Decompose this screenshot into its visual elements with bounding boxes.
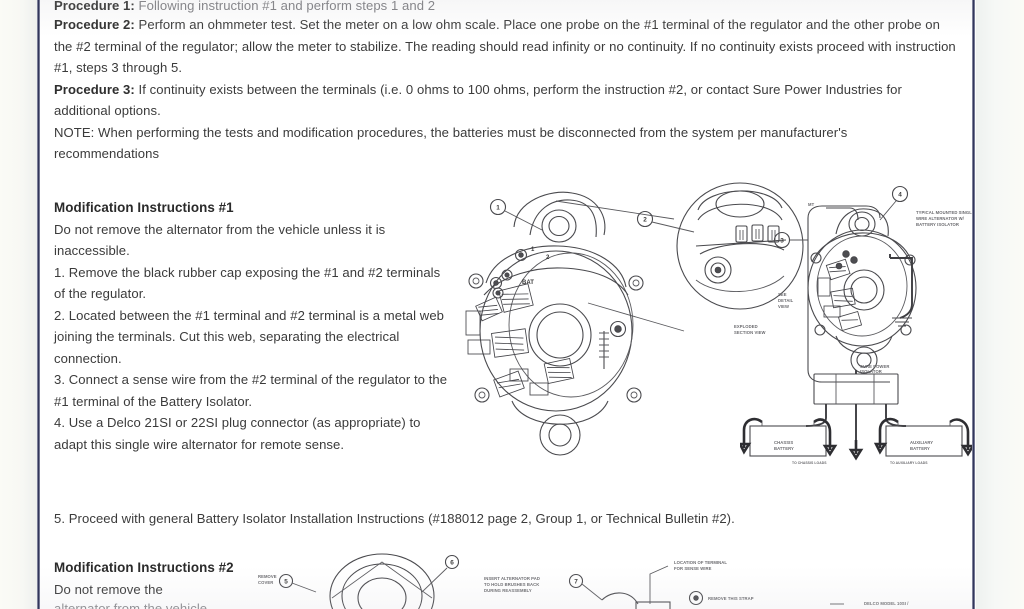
procedure-3-lead: Procedure 3:	[54, 81, 135, 97]
label-isolator: SURE POWER	[860, 364, 889, 369]
svg-text:AUXILIARY: AUXILIARY	[910, 440, 933, 445]
svg-text:BAT: BAT	[522, 280, 534, 286]
label-delco-model: DELCO MODEL 10SI /	[864, 601, 909, 606]
label-mt: MT	[808, 202, 815, 207]
svg-text:4: 4	[898, 192, 902, 199]
label-remove-strap: REMOVE THIS STRAP	[708, 596, 754, 601]
mod1-step-4: 4. Use a Delco 21SI or 22SI plug connect…	[54, 415, 421, 452]
svg-text:COVER: COVER	[258, 580, 273, 585]
label-aux-loads: TO AUXILIARY LOADS	[890, 461, 928, 465]
label-chassis-loads: TO CHASSIS LOADS	[792, 461, 827, 465]
procedures-block: Procedure 2: Perform an ohmmeter test. S…	[54, 14, 956, 165]
mod1-step-3: 3. Connect a sense wire from the #2 term…	[54, 372, 448, 409]
procedure-1-body: Following instruction #1 and perform ste…	[134, 0, 436, 13]
procedure-1-clipped-line: Procedure 1: Following instruction #1 an…	[54, 0, 694, 17]
stator-blocks	[465, 283, 575, 398]
callout-1: 1	[489, 198, 543, 231]
procedure-2: Procedure 2: Perform an ohmmeter test. S…	[54, 14, 956, 79]
mod2-line-1: Do not remove the	[54, 581, 163, 597]
callout-6: 6	[421, 554, 460, 593]
svg-text:DETAIL: DETAIL	[778, 298, 794, 303]
exploded-section-view-figure: 2	[636, 180, 816, 350]
label-location-terminal: LOCATION OF TERMINAL	[674, 560, 727, 565]
page-right-gutter	[976, 0, 1024, 609]
terminal-labels: 1 2 BAT	[522, 247, 550, 286]
svg-text:3: 3	[780, 238, 784, 245]
exploded-view-caption: EXPLODED	[734, 324, 758, 329]
svg-text:DURING REASSEMBLY: DURING REASSEMBLY	[484, 588, 532, 593]
svg-text:2: 2	[546, 255, 550, 261]
svg-text:BATTERY: BATTERY	[774, 446, 794, 451]
callout-7: 7	[568, 573, 603, 601]
label-typical-mounted: TYPICAL MOUNTED SINGLE	[916, 210, 972, 215]
mod1-step-5: 5. Proceed with general Battery Isolator…	[54, 511, 735, 526]
svg-text:SECTION VIEW: SECTION VIEW	[734, 330, 766, 335]
svg-text:WIRE ALTERNATOR W/: WIRE ALTERNATOR W/	[916, 216, 965, 221]
svg-text:7: 7	[574, 579, 578, 586]
procedure-1-lead: Procedure 1:	[54, 0, 135, 13]
svg-text:1: 1	[531, 247, 535, 253]
label-insert-pad: INSERT ALTERNATOR PAD	[484, 576, 540, 581]
mod1-intro: Do not remove the alternator from the ve…	[54, 221, 386, 259]
procedure-3: Procedure 3: If continuity exists betwee…	[54, 79, 956, 122]
page-left-gutter	[0, 0, 37, 609]
svg-text:6: 6	[450, 560, 454, 567]
mod1-step-1: 1. Remove the black rubber cap exposing …	[54, 264, 441, 302]
page-sheet: Procedure 1: Following instruction #1 an…	[40, 0, 972, 609]
svg-text:TO HOLD BRUSHES BACK: TO HOLD BRUSHES BACK	[484, 582, 539, 587]
auxiliary-battery: AUXILIARY BATTERY	[873, 417, 972, 457]
right-margin-rule	[972, 0, 975, 609]
chassis-battery: CHASSIS BATTERY	[740, 417, 838, 457]
dual-battery-wiring-schematic-figure: 3 4	[740, 178, 972, 466]
procedures-note: NOTE: When performing the tests and modi…	[54, 122, 956, 165]
procedure-2-body: Perform an ohmmeter test. Set the meter …	[54, 17, 956, 75]
callout-8: 8	[688, 590, 704, 606]
svg-text:CHASSIS: CHASSIS	[774, 440, 793, 445]
svg-text:BATTERY: BATTERY	[910, 446, 930, 451]
callout-5: 5	[278, 573, 317, 593]
mod2-heading: Modification Instructions #2	[54, 560, 234, 575]
mod2-line-2-clipped: alternator from the vehicle	[54, 601, 208, 609]
modification-detail-figures: 5 REMOVE COVER 6 INSERT ALTERNATOR PAD	[240, 548, 972, 609]
note-lead: NOTE:	[54, 124, 95, 140]
label-see-detail: SEE	[778, 292, 787, 297]
procedure-3-body: If continuity exists between the termina…	[54, 81, 902, 119]
svg-text:BATTERY ISOLATOR: BATTERY ISOLATOR	[916, 222, 959, 227]
procedure-2-lead: Procedure 2:	[54, 17, 135, 32]
ground-symbol-1	[892, 317, 912, 327]
note-body: When performing the tests and modificati…	[54, 124, 848, 162]
svg-text:5: 5	[284, 579, 288, 586]
alternator-front-view-figure: 1	[438, 183, 738, 473]
mod1-heading: Modification Instructions #1	[54, 200, 234, 215]
modification-instructions-1-block: Modification Instructions #1 Do not remo…	[54, 197, 454, 455]
callout-2: 2	[636, 210, 695, 233]
svg-text:2: 2	[643, 217, 647, 224]
left-margin-rule	[37, 0, 40, 609]
svg-text:ISOLATOR: ISOLATOR	[860, 369, 882, 374]
callout-3: 3	[773, 231, 808, 249]
mod1-step-2: 2. Located between the #1 terminal and #…	[54, 307, 445, 366]
svg-text:FOR SENSE WIRE: FOR SENSE WIRE	[674, 566, 712, 571]
modification-instructions-2-block: Modification Instructions #2 Do not remo…	[54, 557, 354, 600]
svg-text:1: 1	[496, 205, 500, 212]
callout-4: 4	[879, 185, 909, 221]
svg-text:VIEW: VIEW	[778, 304, 789, 309]
label-remove-cover: REMOVE	[258, 574, 277, 579]
